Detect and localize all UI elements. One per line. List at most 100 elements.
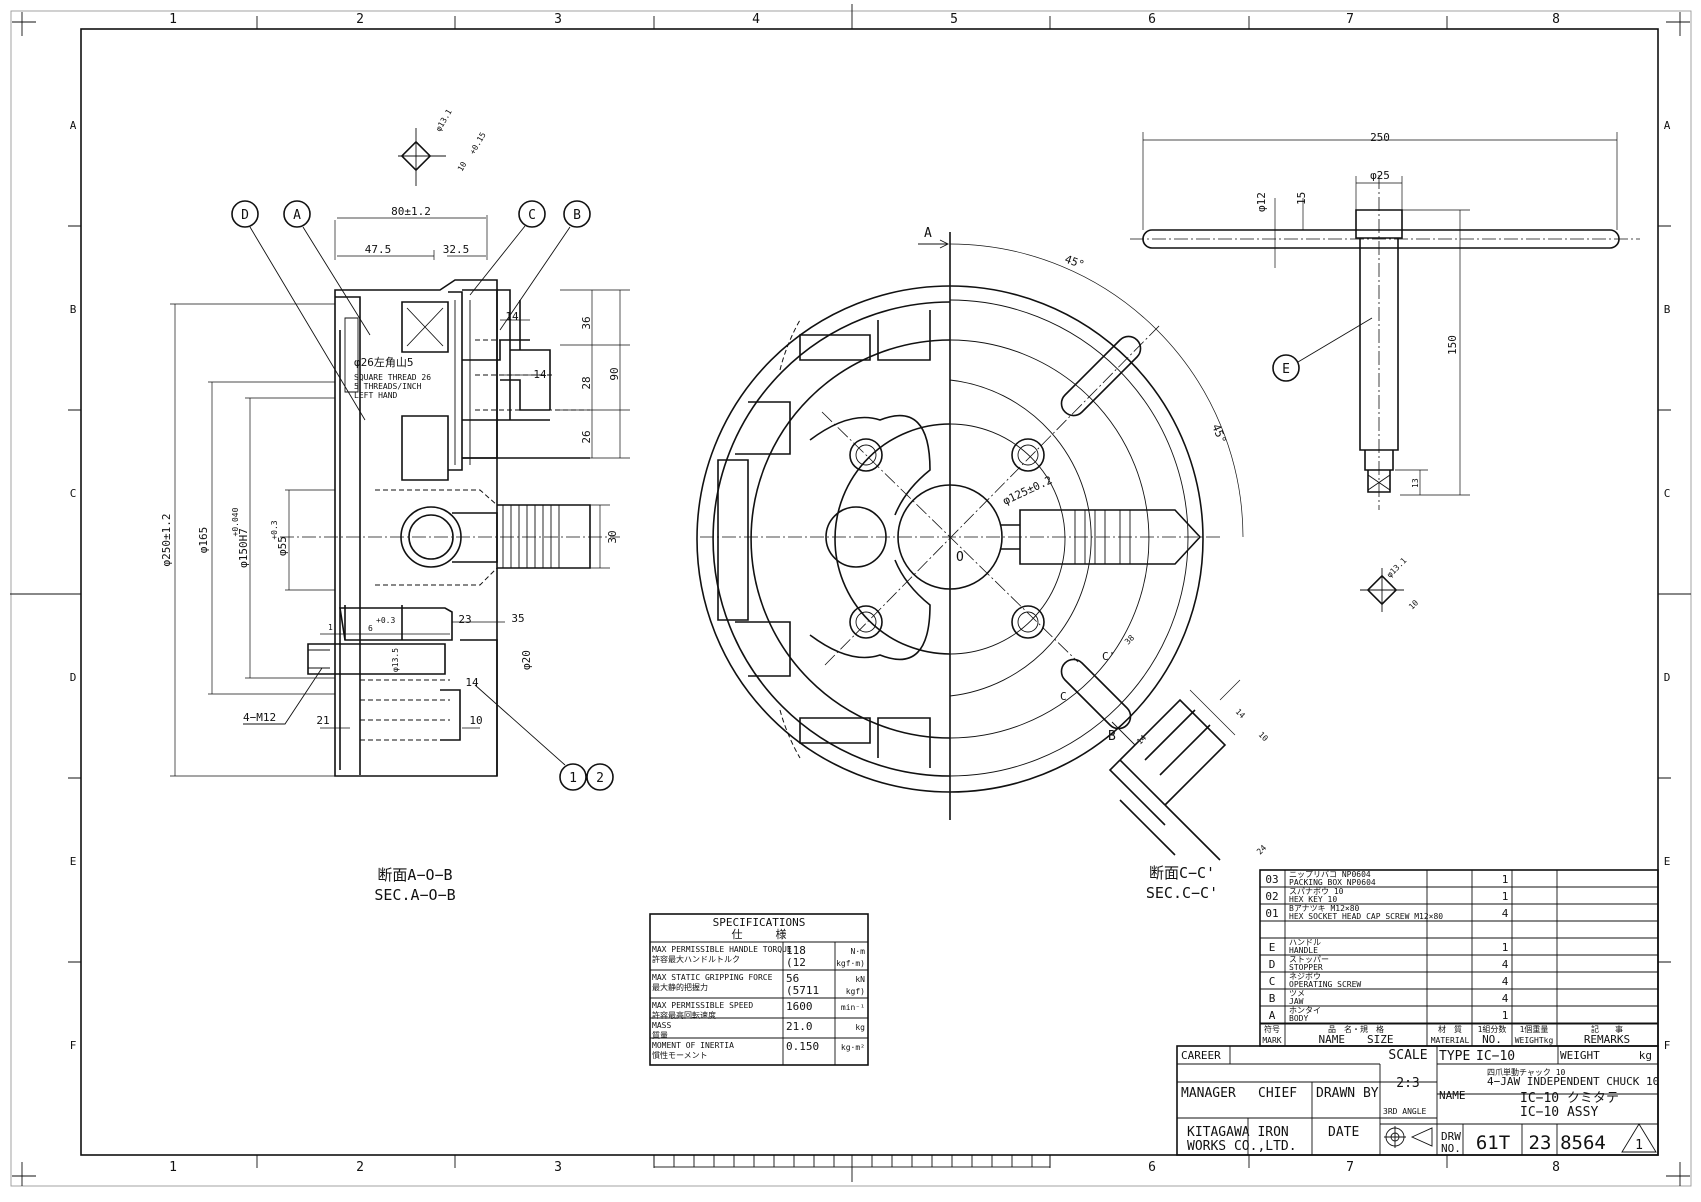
dim-14-a: 14: [505, 310, 519, 323]
spec-row-unit: min⁻¹: [841, 1003, 865, 1012]
col-label-1: 1: [169, 12, 177, 27]
parts-row-name-en: HEX KEY 10: [1289, 895, 1337, 904]
dim-14-b: 14: [533, 368, 547, 381]
title-manager: MANAGER: [1181, 1086, 1236, 1101]
dim-23: 23: [458, 613, 471, 626]
row-label-d-right: D: [1664, 671, 1671, 684]
parts-header-no-en: NO.: [1482, 1033, 1502, 1046]
svg-text:14: 14: [1135, 733, 1148, 746]
balloon-1: 1: [559, 763, 587, 791]
svg-text:10: 10: [456, 160, 469, 173]
title-3rd-angle: 3RD ANGLE: [1383, 1107, 1427, 1116]
dim-30: 30: [606, 530, 619, 543]
svg-text:10: 10: [1257, 730, 1270, 743]
spec-row-jp: 慣性モーメント: [652, 1050, 708, 1060]
section-mark-c: C: [1060, 690, 1067, 703]
col-label-3-bottom: 3: [554, 1160, 562, 1175]
title-block: CAREER SCALE 2:3 TYPE IC−10 WEIGHT kg NA…: [1176, 1045, 1659, 1156]
spec-row-jp: 質量: [652, 1030, 668, 1040]
sheet-border: 1 2 3 4 5 6 7 8 1 2 3 6 7 8 A B C D E F …: [10, 4, 1692, 1187]
title-scale-label: SCALE: [1388, 1048, 1427, 1063]
title-career: CAREER: [1181, 1049, 1221, 1062]
dim-dia-55: φ55: [276, 536, 289, 556]
row-label-c-right: C: [1664, 487, 1671, 500]
parts-row-mark: B: [1269, 992, 1276, 1005]
spec-row-unit: kg: [855, 1023, 865, 1032]
parts-header-remarks-en: REMARKS: [1584, 1033, 1630, 1046]
title-company-1: KITAGAWA IRON: [1187, 1125, 1289, 1140]
row-label-d: D: [70, 671, 77, 684]
row-label-a-right: A: [1664, 119, 1671, 132]
section-view-aob: D A C B 1 2 80±1.2 47.5 32.5 φ13.1 10 +0…: [160, 107, 630, 904]
parts-row-qty: 4: [1502, 958, 1509, 971]
balloon-e: E: [1272, 354, 1300, 382]
parts-header-material-en: MATERIAL: [1431, 1036, 1470, 1045]
parts-row-name-en: STOPPER: [1289, 963, 1323, 972]
parts-row-name-jp: ニップリバコ NP0604: [1289, 870, 1371, 879]
spec-row-jp: 許容最大ハンドルトルク: [652, 954, 740, 964]
col-label-8: 8: [1552, 12, 1560, 27]
parts-row-qty: 4: [1502, 992, 1509, 1005]
parts-header-name-jp: 品 名・規 格: [1328, 1024, 1384, 1034]
dim-dia-250: φ250±1.2: [160, 514, 173, 567]
parts-row-name-jp: スパナボウ 10: [1289, 887, 1344, 896]
title-name-en-1: 4−JAW INDEPENDENT CHUCK 10: [1487, 1075, 1659, 1088]
svg-text:B: B: [573, 208, 581, 223]
spec-row-value-2: (12: [786, 956, 806, 969]
title-name-label: NAME: [1439, 1089, 1466, 1102]
center-label-o: O: [956, 550, 964, 565]
spec-row-unit: N·m: [851, 947, 866, 956]
dim-angle-45-b: 45°: [1209, 422, 1228, 445]
parts-row-mark: D: [1269, 958, 1276, 971]
dim-dia-150: φ150H7: [237, 528, 250, 568]
dim-80: 80±1.2: [391, 205, 431, 218]
title-drw-label-1: DRW: [1441, 1130, 1461, 1143]
parts-row-qty: 4: [1502, 975, 1509, 988]
thread-note-3: LEFT HAND: [354, 391, 398, 400]
col-label-5: 5: [950, 12, 958, 27]
parts-row-name-en: JAW: [1289, 997, 1304, 1006]
view-label-cc-jp: 断面C−C': [1149, 864, 1215, 882]
dim-dia-20: φ20: [520, 650, 533, 670]
spec-row-value: 21.0: [786, 1020, 813, 1033]
title-revision: 1: [1635, 1138, 1643, 1153]
parts-row-mark: E: [1269, 941, 1276, 954]
dim-32-5: 32.5: [443, 243, 470, 256]
title-name-jp-1: 四爪単動チャック 10: [1487, 1067, 1566, 1077]
svg-text:A: A: [293, 208, 301, 223]
view-label-cc-en: SEC.C−C': [1146, 884, 1218, 902]
revision-triangle-icon: [1621, 1123, 1657, 1153]
parts-header-mark-en: MARK: [1262, 1036, 1281, 1045]
spec-row-unit-2: kgf·m): [836, 959, 865, 968]
spec-row-en: MASS: [652, 1021, 671, 1030]
svg-text:E: E: [1282, 362, 1290, 377]
title-chief: CHIEF: [1258, 1086, 1297, 1101]
parts-row-name-jp: Bアナツキ M12×80: [1289, 904, 1360, 913]
parts-row-name-jp: ネジボウ: [1289, 972, 1321, 981]
parts-row-mark: C: [1269, 975, 1276, 988]
parts-row-name-en: HEX SOCKET HEAD CAP SCREW M12×80: [1289, 912, 1443, 921]
dim-handle-15: 15: [1295, 192, 1308, 205]
row-label-e: E: [70, 855, 77, 868]
parts-row-name-jp: ツメ: [1289, 989, 1305, 998]
dim-10: 10: [469, 714, 482, 727]
row-label-f: F: [70, 1039, 77, 1052]
spec-row-en: MAX PERMISSIBLE SPEED: [652, 1001, 753, 1010]
spec-row-en: MAX STATIC GRIPPING FORCE: [652, 973, 773, 982]
thread-note-2: 5 THREADS/INCH: [354, 382, 422, 391]
dim-dia-13-5: φ13.5: [391, 648, 400, 672]
spec-row-unit: kN: [855, 975, 865, 984]
title-company-2: WORKS CO.,LTD.: [1187, 1139, 1297, 1154]
svg-text:φ13.1: φ13.1: [434, 107, 454, 133]
svg-text:D: D: [241, 208, 249, 223]
dim-dia-55-tol: +0.3: [270, 520, 279, 539]
row-label-a: A: [70, 119, 77, 132]
dim-47-5: 47.5: [365, 243, 392, 256]
row-label-b: B: [70, 303, 77, 316]
dim-dia-150-tol: +0.040: [231, 507, 240, 536]
section-cc-detail: 14 10 14 24: [1108, 679, 1270, 861]
parts-row-qty: 1: [1502, 890, 1509, 903]
parts-row-name-en: BODY: [1289, 1014, 1308, 1023]
dim-26: 26: [580, 430, 593, 443]
specifications-table: SPECIFICATIONS 仕 様 MAX PERMISSIBLE HANDL…: [649, 913, 869, 1066]
